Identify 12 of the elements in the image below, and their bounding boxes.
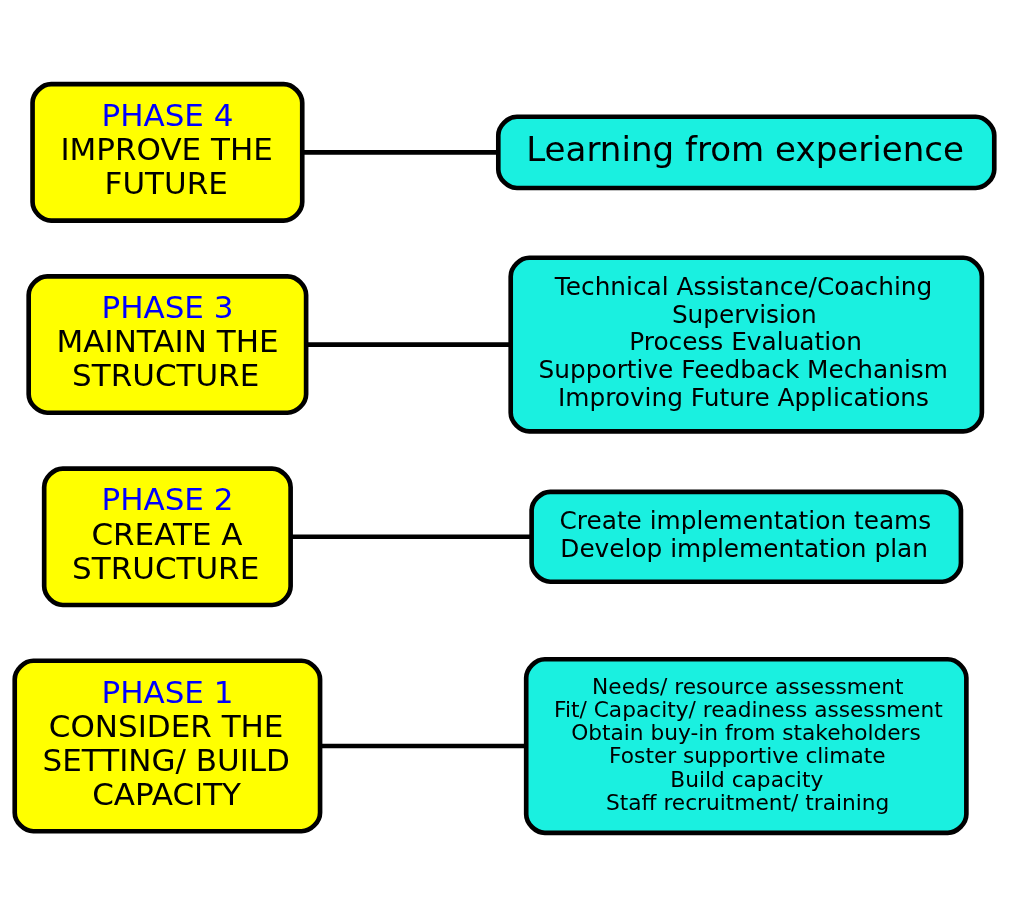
connector <box>306 341 511 347</box>
node-box: PHASE 4 IMPROVE THE FUTURE <box>30 81 305 223</box>
node-box: Technical Assistance/Coaching Supervision Process Evaluation Supportive Feedback Mechanism Improving Future Applications <box>508 254 985 434</box>
connector <box>291 533 532 539</box>
node-box: Create implementation teams Develop implementation plan <box>529 489 964 584</box>
node-box: PHASE 2 CREATE A STRUCTURE <box>41 465 293 607</box>
node-box: Learning from experience <box>495 113 997 190</box>
connector <box>320 743 526 748</box>
node-box: Needs/ resource assessment Fit/ Capacity/ readiness assessment Obtain buy-in from stakeholders Foster supportive climate Build capacity Staff recruitment/ training <box>523 656 969 835</box>
node-box: PHASE 3 MAINTAIN THE STRUCTURE <box>26 273 309 415</box>
connector <box>302 149 498 155</box>
node-box: PHASE 1 CONSIDER THE SETTING/ BUILD CAPACITY <box>12 657 323 834</box>
